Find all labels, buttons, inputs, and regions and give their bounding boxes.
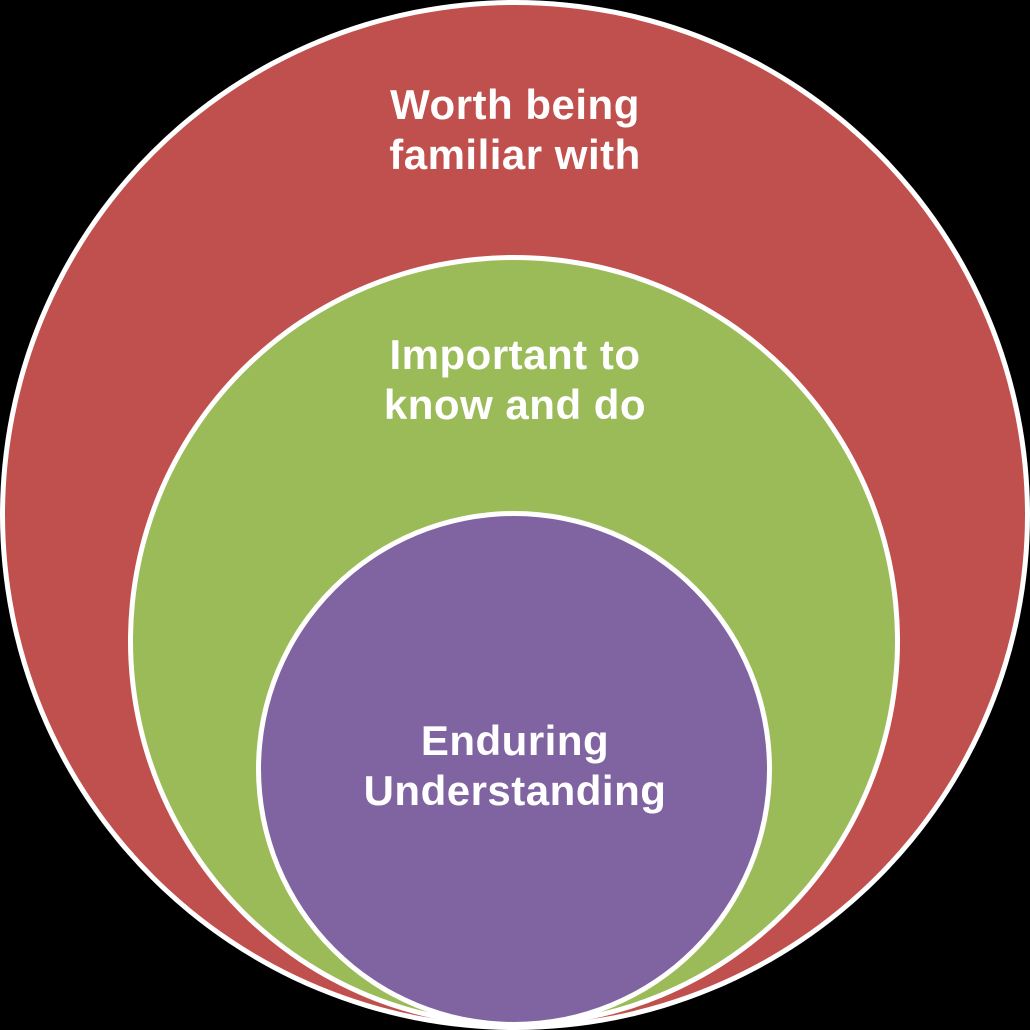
circle-enduring-understanding [261,516,767,1022]
label-line: Enduring [420,717,610,764]
label-important-to-know-and-do: Important to know and do [0,330,1030,430]
label-line: Worth being [390,81,640,128]
label-line: Understanding [363,767,667,814]
label-worth-being-familiar-with: Worth being familiar with [0,80,1030,180]
label-line: know and do [383,381,647,428]
label-enduring-understanding: Enduring Understanding [0,716,1030,816]
label-line: Important to [389,331,641,378]
label-line: familiar with [389,131,641,178]
